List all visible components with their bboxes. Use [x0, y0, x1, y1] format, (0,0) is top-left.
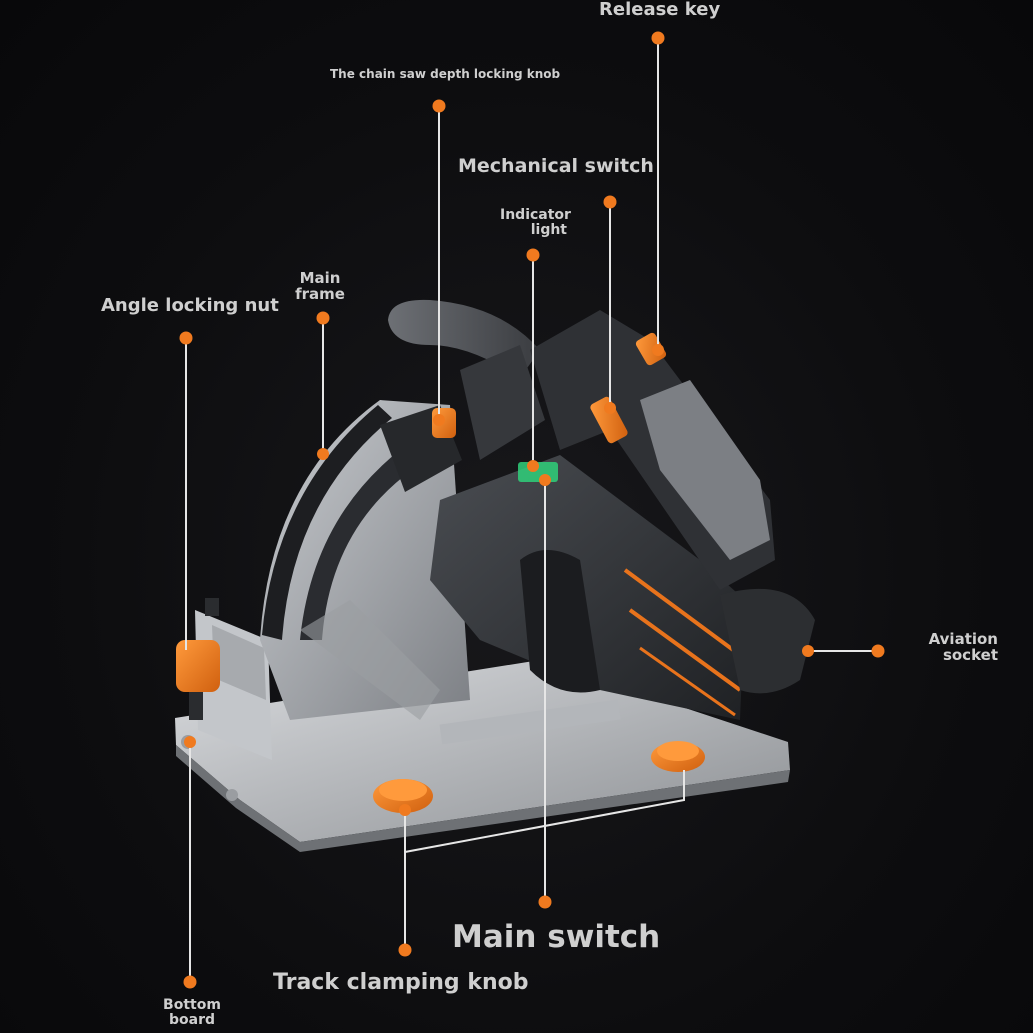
label-bottom-board-line2: board [168, 1011, 215, 1028]
label-indicator-light-line2: light [530, 221, 567, 238]
label-aviation-socket: Aviation socket [926, 630, 998, 664]
leader-lines [185, 38, 878, 982]
motor-housing [430, 455, 815, 720]
label-depth-knob: The chain saw depth locking knob [330, 67, 561, 81]
rear-handle [388, 299, 545, 460]
label-release-key: Release key [599, 0, 721, 20]
label-main-frame-line1: Main [299, 269, 341, 287]
label-track-clamping-knob: Track clamping knob [273, 970, 529, 995]
label-bottom-board: Bottom board [160, 998, 224, 1027]
label-main-frame: Main frame [292, 269, 348, 303]
label-angle-locking-nut: Angle locking nut [101, 295, 279, 316]
label-aviation-socket-line1: Aviation [928, 630, 998, 648]
label-mechanical-switch: Mechanical switch [458, 155, 654, 177]
top-handle [530, 310, 775, 590]
label-main-frame-line2: frame [295, 284, 345, 303]
label-main-switch: Main switch [452, 919, 661, 955]
label-indicator-light-line1: Indicator [500, 207, 571, 223]
label-indicator-light: Indicator light [500, 207, 571, 238]
track-clamping-knobs [373, 741, 705, 813]
label-bottom-board-line1: Bottom [163, 997, 221, 1013]
angle-locking-nut [176, 640, 220, 692]
label-aviation-socket-line2: socket [942, 645, 998, 664]
callout-markers [179, 31, 885, 989]
